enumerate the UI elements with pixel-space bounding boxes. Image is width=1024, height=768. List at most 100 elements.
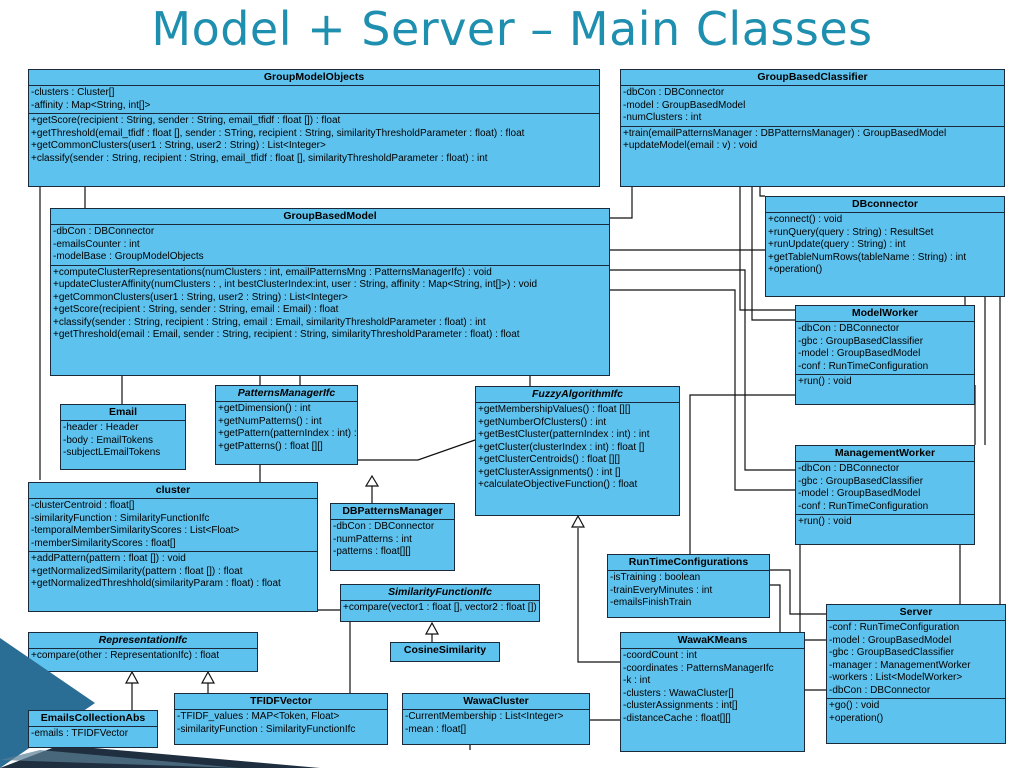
attribute: -dbCon : DBConnector xyxy=(798,323,900,334)
attribute: -mean : float[] xyxy=(405,723,467,735)
attributes-section: -clusterCentroid : float[] -similarityFu… xyxy=(29,499,317,552)
attribute: -coordCount : int xyxy=(623,650,697,661)
interface-name: FuzzyAlgorithmIfc xyxy=(476,387,679,403)
attributes-section: -dbCon : DBConnector -emailsCounter : in… xyxy=(51,225,609,266)
attribute: -similarityFunction : SimilarityFunction… xyxy=(31,512,210,524)
operation: +getMembershipValues() : float [][] xyxy=(478,404,631,415)
interface-name: RepresentationIfc xyxy=(29,633,257,649)
operation: +getClusterAssignments() : int [] xyxy=(478,466,621,478)
attribute: -conf : RunTimeConfiguration xyxy=(798,500,929,512)
attribute: -dbCon : DBConnector xyxy=(53,226,155,237)
class-group-based-model[interactable]: GroupBasedModel -dbCon : DBConnector -em… xyxy=(50,208,610,376)
class-wawa-kmeans[interactable]: WawaKMeans -coordCount : int -coordinate… xyxy=(620,632,805,752)
class-name: cluster xyxy=(29,483,317,499)
attributes-section: -isTraining : boolean -trainEveryMinutes… xyxy=(608,571,769,611)
operation: +run() : void xyxy=(798,376,852,387)
attribute: -clusters : WawaCluster[] xyxy=(623,687,734,699)
slide-corner-decoration xyxy=(0,638,95,768)
connector-line xyxy=(577,528,620,663)
operations-section: +getMembershipValues() : float [][] +get… xyxy=(476,403,679,493)
attribute: -CurrentMembership : List<Integer> xyxy=(405,711,564,722)
attribute: -memberSimilarityScores : float[] xyxy=(31,537,176,549)
operation: +getNormalizedSimilarity(pattern : float… xyxy=(31,565,243,577)
operation: +classify(sender : String, recipient : S… xyxy=(53,316,486,328)
class-name: TFIDFVector xyxy=(175,694,387,710)
class-similarity-function-ifc[interactable]: SimilarityFunctionIfc +compare(vector1 :… xyxy=(340,584,540,622)
attribute: -model : GroupBasedModel xyxy=(798,348,921,359)
attributes-section: -conf : RunTimeConfiguration -model : Gr… xyxy=(827,621,1005,699)
attribute: -subjectLEmailTokens xyxy=(63,447,161,458)
attributes-section: -dbCon : DBConnector -model : GroupBased… xyxy=(621,86,1004,127)
attribute: -temporalMemberSimilarityScores : List<F… xyxy=(31,525,240,536)
attribute: -workers : List<ModelWorker> xyxy=(829,672,963,683)
attribute: -body : EmailTokens xyxy=(63,434,154,446)
class-patterns-manager-ifc[interactable]: PatternsManagerIfc +getDimension() : int… xyxy=(215,385,358,465)
class-name: WawaKMeans xyxy=(621,633,804,649)
attribute: -gbc : GroupBasedClassifier xyxy=(798,335,924,347)
realization-arrowhead xyxy=(200,670,216,684)
attributes-section: -coordCount : int -coordinates : Pattern… xyxy=(621,649,804,726)
operations-section: +getScore(recipient : String, sender : S… xyxy=(29,114,599,166)
class-db-connector[interactable]: DBconnector +connect() : void +runQuery(… xyxy=(765,196,1005,297)
class-name: RunTimeConfigurations xyxy=(608,555,769,571)
class-run-time-configurations[interactable]: RunTimeConfigurations -isTraining : bool… xyxy=(607,554,770,618)
attribute: -modelBase : GroupModelObjects xyxy=(53,251,204,262)
operation: +getPattern(patternIndex : int) : float … xyxy=(218,428,357,439)
operation: +getBestCluster(patternIndex : int) : in… xyxy=(478,429,650,440)
operations-section: +compare(other : RepresentationIfc) : fl… xyxy=(29,649,257,664)
operation: +operation() xyxy=(768,264,823,275)
operation: +compare(vector1 : float [], vector2 : f… xyxy=(343,602,539,613)
attribute: -clusters : Cluster[] xyxy=(31,87,115,98)
attribute: -dbCon : DBConnector xyxy=(333,521,435,532)
class-name: GroupModelObjects xyxy=(29,70,599,86)
realization-arrowhead xyxy=(124,670,140,684)
operation: +getCluster(clusterIndex : int) : float … xyxy=(478,441,645,453)
operations-section: +getDimension() : int +getNumPatterns() … xyxy=(216,402,357,454)
class-db-patterns-manager[interactable]: DBPatternsManager -dbCon : DBConnector -… xyxy=(330,503,455,571)
attribute: -patterns : float[][] xyxy=(333,546,411,557)
class-email[interactable]: Email -header : Header -body : EmailToke… xyxy=(60,404,186,470)
class-cosine-similarity[interactable]: CosineSimilarity xyxy=(390,642,500,662)
class-cluster[interactable]: cluster -clusterCentroid : float[] -simi… xyxy=(28,482,318,612)
attribute: -trainEveryMinutes : int xyxy=(610,584,713,596)
class-wawa-cluster[interactable]: WawaCluster -CurrentMembership : List<In… xyxy=(402,693,590,745)
operation: +runQuery(query : String) : ResultSet xyxy=(768,226,934,238)
operation: +getScore(recipient : String, sender : S… xyxy=(53,304,339,315)
operation: +getCommonClusters(user1 : String, user2… xyxy=(53,291,348,303)
operations-section: +compare(vector1 : float [], vector2 : f… xyxy=(341,601,539,616)
attribute: -clusterCentroid : float[] xyxy=(31,500,135,511)
class-name: DBconnector xyxy=(766,197,1004,213)
class-emails-collection-abs[interactable]: EmailsCollectionAbs -emails : TFIDFVecto… xyxy=(28,710,158,748)
attributes-section: -dbCon : DBConnector -gbc : GroupBasedCl… xyxy=(796,322,974,375)
class-tfidf-vector[interactable]: TFIDFVector -TFIDF_values : MAP<Token, F… xyxy=(174,693,388,745)
operation: +getPatterns() : float [][] xyxy=(218,440,323,452)
class-fuzzy-algorithm-ifc[interactable]: FuzzyAlgorithmIfc +getMembershipValues()… xyxy=(475,386,680,516)
class-group-based-classifier[interactable]: GroupBasedClassifier -dbCon : DBConnecto… xyxy=(620,69,1005,187)
attribute: -TFIDF_values : MAP<Token, Float> xyxy=(177,711,340,722)
attributes-section: -header : Header -body : EmailTokens -su… xyxy=(61,421,185,461)
class-model-worker[interactable]: ModelWorker -dbCon : DBConnector -gbc : … xyxy=(795,305,975,405)
attribute: -numPatterns : int xyxy=(333,533,412,545)
attribute: -similarityFunction : SimilarityFunction… xyxy=(177,723,356,735)
connector-line xyxy=(689,394,795,575)
class-name: EmailsCollectionAbs xyxy=(29,711,157,727)
class-name: ModelWorker xyxy=(796,306,974,322)
class-management-worker[interactable]: ManagementWorker -dbCon : DBConnector -g… xyxy=(795,445,975,545)
attribute: -distanceCache : float[][] xyxy=(623,712,731,724)
class-group-model-objects[interactable]: GroupModelObjects -clusters : Cluster[] … xyxy=(28,69,600,187)
attribute: -dbCon : DBConnector xyxy=(798,463,900,474)
attribute: -k : int xyxy=(623,675,651,686)
attribute: -model : GroupBasedModel xyxy=(623,99,746,111)
connector-line xyxy=(610,269,795,471)
class-name: Server xyxy=(827,605,1005,621)
operations-section: +connect() : void +runQuery(query : Stri… xyxy=(766,213,1004,278)
page-title: Model + Server – Main Classes xyxy=(151,2,873,56)
connector-line xyxy=(799,545,826,641)
connector-line xyxy=(358,439,476,461)
attribute: -gbc : GroupBasedClassifier xyxy=(829,647,955,658)
attributes-section: -CurrentMembership : List<Integer> -mean… xyxy=(403,710,589,737)
class-name: GroupBasedClassifier xyxy=(621,70,1004,86)
class-server[interactable]: Server -conf : RunTimeConfiguration -mod… xyxy=(826,604,1006,744)
operation: +getThreshold(email : Email, sender : St… xyxy=(53,329,520,340)
operation: +updateClusterAffinity(numClusters : , i… xyxy=(53,279,538,290)
